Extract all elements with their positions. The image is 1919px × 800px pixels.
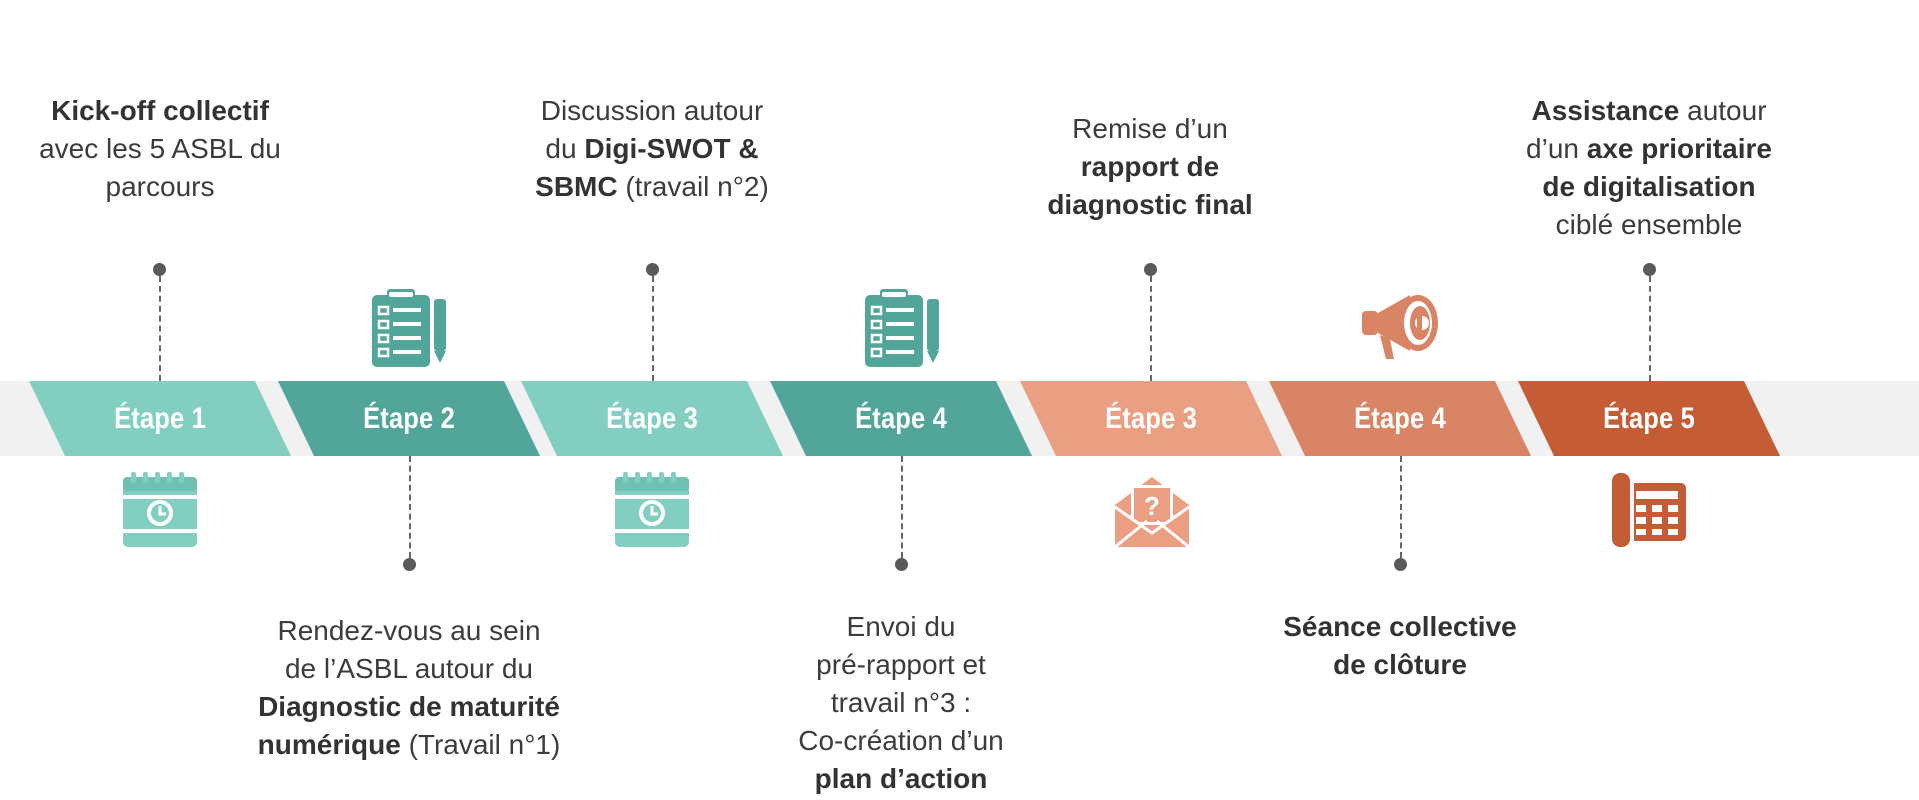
step-label: Étape 4 (855, 401, 947, 435)
connector-dot (403, 558, 416, 571)
step-3-description: Discussion autour du Digi-SWOT & SBMC (t… (492, 92, 812, 206)
desc-bold: Séance collective (1283, 611, 1517, 642)
desc-bold: SBMC (535, 171, 618, 202)
connector-line (159, 276, 161, 381)
step-5-shape: Étape 5 (1518, 381, 1780, 456)
desc-bold: de clôture (1333, 649, 1467, 680)
step-3b-shape: Étape 3 (1020, 381, 1282, 456)
desc-bold: Kick-off collectif (51, 95, 269, 126)
step-3-shape: Étape 3 (521, 381, 783, 456)
step-label: Étape 1 (114, 401, 206, 435)
desc-bold: Diagnostic de maturité (258, 691, 560, 722)
clipboard-checklist-icon (865, 289, 939, 367)
connector-dot (1643, 263, 1656, 276)
connector-line (409, 456, 411, 558)
desc-text: Rendez-vous au sein (277, 615, 541, 646)
step-label: Étape 4 (1354, 401, 1446, 435)
desc-text: avec les 5 ASBL du (39, 133, 281, 164)
step-4-description: Envoi du pré-rapport et travail n°3 : Co… (741, 608, 1061, 798)
svg-text:?: ? (1144, 491, 1160, 521)
connector-dot (1144, 263, 1157, 276)
desc-text: Remise d’un (1072, 113, 1228, 144)
desc-text: de l’ASBL autour du (284, 653, 534, 684)
connector-line (901, 456, 903, 558)
desc-bold: axe prioritaire (1586, 133, 1772, 164)
step-2-description: Rendez-vous au sein de l’ASBL autour du … (249, 612, 569, 764)
step-4b-shape: Étape 4 (1269, 381, 1531, 456)
step-label: Étape 5 (1603, 401, 1695, 435)
connector-dot (646, 263, 659, 276)
desc-bold: de digitalisation (1542, 171, 1756, 202)
desc-bold: diagnostic final (1047, 189, 1253, 220)
desc-bold: rapport de (1080, 151, 1220, 182)
connector-dot (153, 263, 166, 276)
desk-phone-icon (1612, 473, 1686, 547)
desc-text: d’un (1526, 133, 1587, 164)
desc-text: du (545, 133, 585, 164)
connector-line (1150, 276, 1152, 381)
desc-text: Discussion autour (540, 95, 764, 126)
step-4b-description: Séance collective de clôture (1240, 608, 1560, 684)
desc-text: ciblé ensemble (1555, 209, 1743, 240)
desc-bold: Digi-SWOT & (584, 133, 759, 164)
connector-line (652, 276, 654, 381)
desc-text: Co-création d’un (798, 725, 1004, 756)
step-label: Étape 2 (363, 401, 455, 435)
step-label: Étape 3 (606, 401, 698, 435)
desc-text: pré-rapport et (816, 649, 986, 680)
connector-dot (895, 558, 908, 571)
connector-line (1649, 276, 1651, 381)
desc-text: autour (1679, 95, 1767, 126)
envelope-question-icon: ? (1114, 477, 1190, 549)
desc-bold: plan d’action (814, 763, 988, 794)
desc-text: travail n°3 : (830, 687, 972, 718)
calendar-clock-icon (123, 472, 197, 547)
connector-dot (1394, 558, 1407, 571)
desc-text: (Travail n°1) (400, 729, 561, 760)
desc-bold: Assistance (1531, 95, 1680, 126)
step-1-shape: Étape 1 (29, 381, 291, 456)
calendar-clock-icon (615, 472, 689, 547)
desc-bold: numérique (257, 729, 401, 760)
clipboard-checklist-icon (372, 289, 446, 367)
step-3b-description: Remise d’un rapport de diagnostic final (990, 110, 1310, 224)
step-5-description: Assistance autour d’un axe prioritaire d… (1489, 92, 1809, 244)
megaphone-icon (1362, 295, 1438, 359)
step-label: Étape 3 (1105, 401, 1197, 435)
desc-text: (travail n°2) (617, 171, 769, 202)
step-4-shape: Étape 4 (770, 381, 1032, 456)
step-1-description: Kick-off collectif avec les 5 ASBL du pa… (0, 92, 320, 206)
desc-text: Envoi du (846, 611, 956, 642)
desc-text: parcours (105, 171, 215, 202)
connector-line (1400, 456, 1402, 558)
step-2-shape: Étape 2 (278, 381, 540, 456)
